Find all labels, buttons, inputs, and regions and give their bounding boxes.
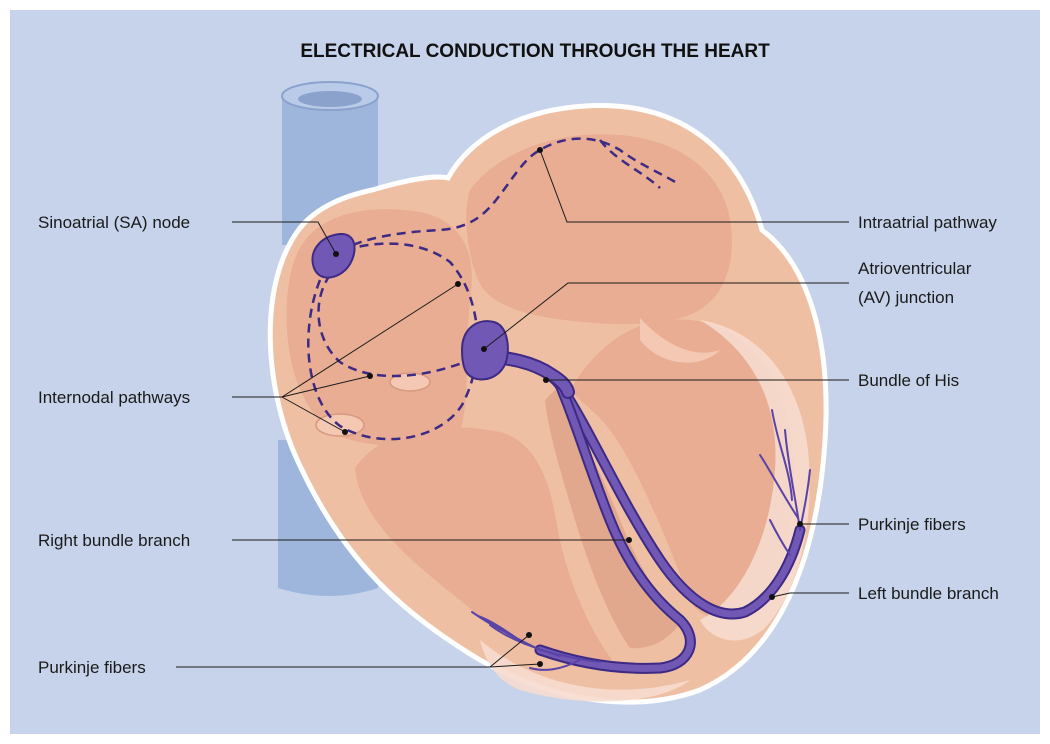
label-bundle-of-his: Bundle of His <box>858 371 959 390</box>
label-right-bundle-branch: Right bundle branch <box>38 531 190 550</box>
label-purkinje-fibers-right: Purkinje fibers <box>858 515 966 534</box>
label-intraatrial-pathway: Intraatrial pathway <box>858 213 997 232</box>
left-atrium <box>466 134 732 324</box>
marker-internodal-2 <box>367 373 373 379</box>
marker-purkinje-left-2 <box>537 661 543 667</box>
marker-left-bundle <box>769 594 775 600</box>
marker-sa-node <box>333 251 339 257</box>
marker-av-junction <box>481 346 487 352</box>
marker-purkinje-right <box>797 521 803 527</box>
label-av-junction-line1: Atrioventricular <box>858 259 972 278</box>
marker-purkinje-left-1 <box>526 632 532 638</box>
marker-right-bundle <box>626 537 632 543</box>
label-sa-node: Sinoatrial (SA) node <box>38 213 190 232</box>
label-purkinje-fibers-lower: Purkinje fibers <box>38 658 146 677</box>
figure-title: ELECTRICAL CONDUCTION THROUGH THE HEART <box>300 41 770 62</box>
marker-bundle-his <box>543 377 549 383</box>
label-left-bundle-branch: Left bundle branch <box>858 584 999 603</box>
marker-internodal-3 <box>342 429 348 435</box>
marker-intraatrial <box>537 147 543 153</box>
label-internodal-pathways: Internodal pathways <box>38 388 190 407</box>
label-av-junction-line2: (AV) junction <box>858 288 954 307</box>
marker-internodal-1 <box>455 281 461 287</box>
